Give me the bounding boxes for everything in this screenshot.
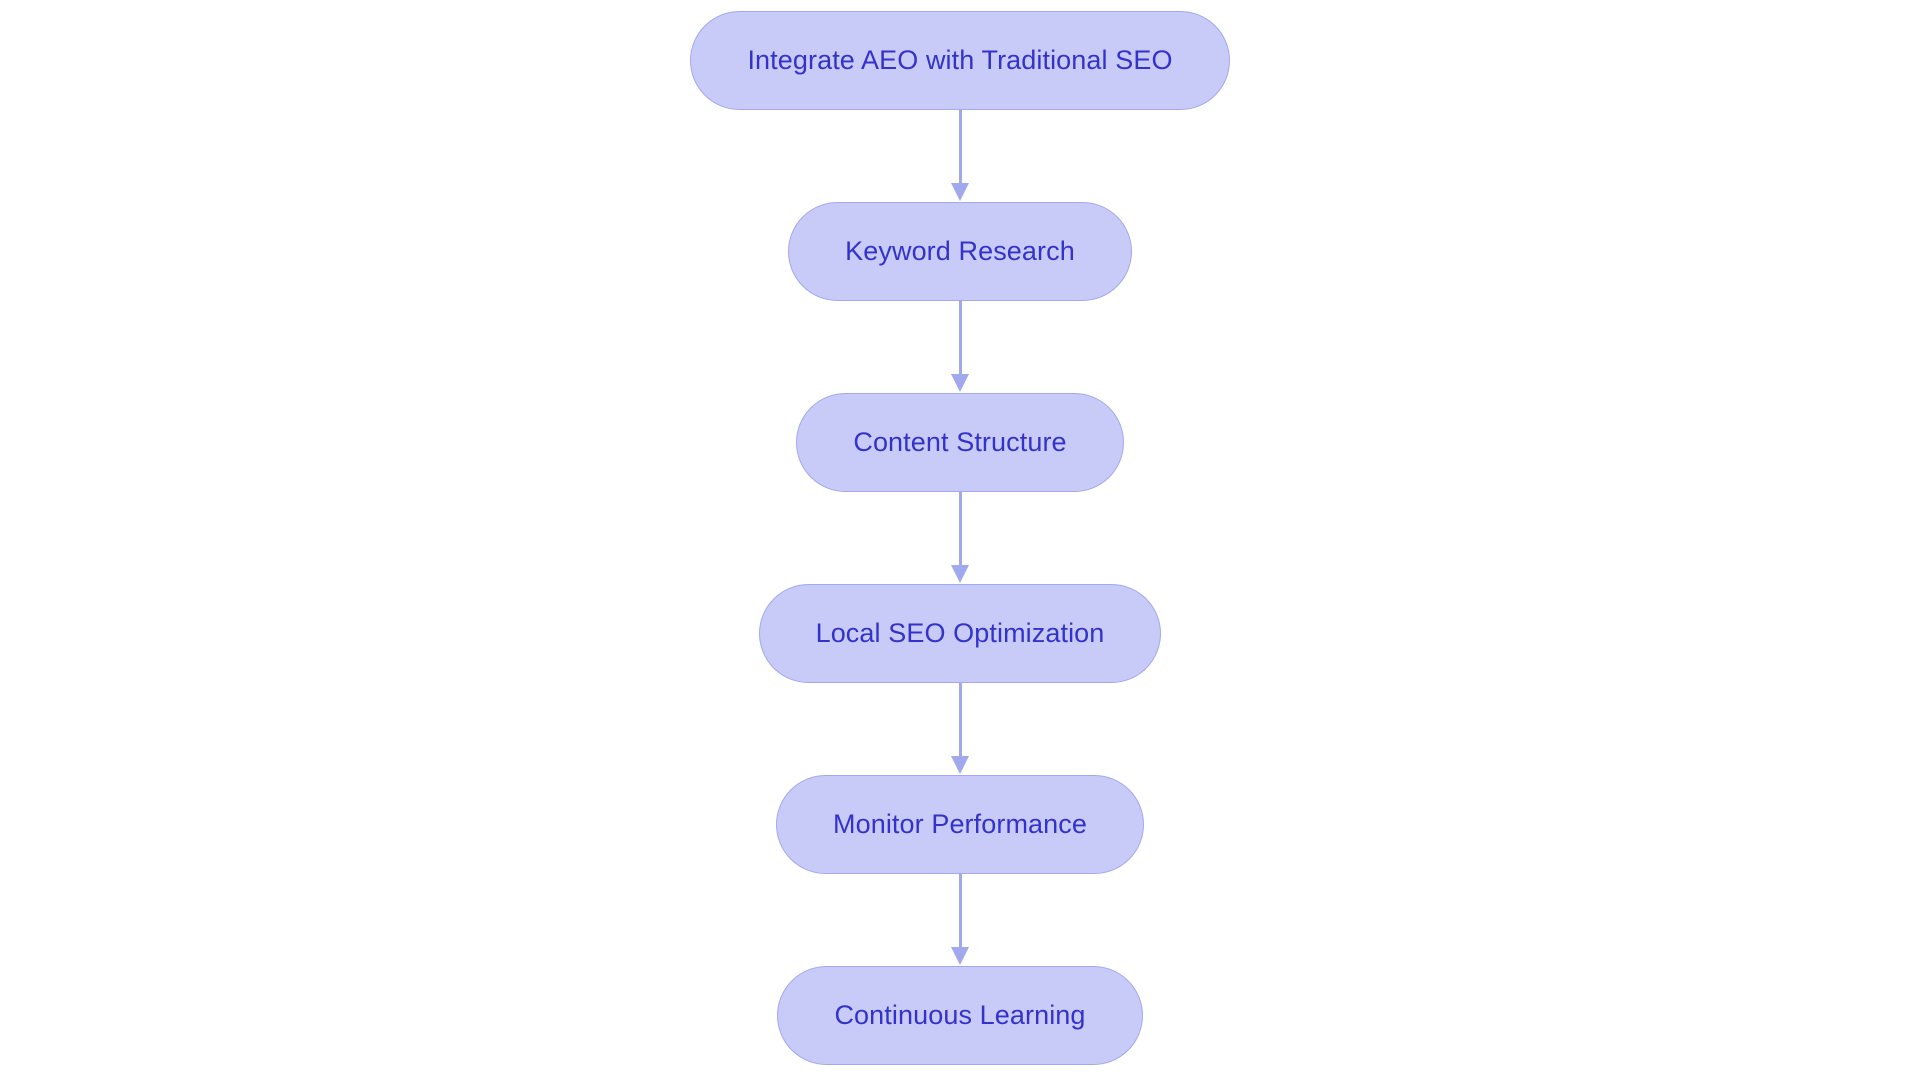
flow-node-label: Content Structure bbox=[853, 427, 1067, 457]
arrow-head-icon bbox=[951, 565, 969, 583]
flow-arrow-n4-to-n5 bbox=[940, 683, 980, 775]
arrow-head-icon bbox=[951, 756, 969, 774]
flow-node-label: Integrate AEO with Traditional SEO bbox=[747, 45, 1173, 75]
arrow-line bbox=[958, 874, 962, 948]
arrow-line bbox=[958, 683, 962, 757]
arrow-head-icon bbox=[951, 947, 969, 965]
flow-arrow-n2-to-n3 bbox=[940, 301, 980, 393]
flow-node-label: Monitor Performance bbox=[833, 809, 1087, 839]
flow-node-label: Local SEO Optimization bbox=[815, 618, 1105, 648]
flow-arrow-n1-to-n2 bbox=[940, 110, 980, 202]
flow-node-continuous-learning[interactable]: Continuous Learning bbox=[777, 966, 1143, 1065]
arrow-line bbox=[958, 110, 962, 184]
arrow-line bbox=[958, 301, 962, 375]
arrow-line bbox=[958, 492, 962, 566]
arrow-head-icon bbox=[951, 374, 969, 392]
arrow-head-icon bbox=[951, 183, 969, 201]
flow-node-integrate-aeo-with-traditional-seo[interactable]: Integrate AEO with Traditional SEO bbox=[690, 11, 1230, 110]
flow-node-monitor-performance[interactable]: Monitor Performance bbox=[776, 775, 1144, 874]
flow-arrow-n3-to-n4 bbox=[940, 492, 980, 584]
flow-node-content-structure[interactable]: Content Structure bbox=[796, 393, 1124, 492]
flow-node-keyword-research[interactable]: Keyword Research bbox=[788, 202, 1132, 301]
flow-arrow-n5-to-n6 bbox=[940, 874, 980, 966]
flow-node-local-seo-optimization[interactable]: Local SEO Optimization bbox=[758, 584, 1162, 683]
flow-node-label: Continuous Learning bbox=[834, 1000, 1086, 1030]
flow-node-label: Keyword Research bbox=[845, 236, 1075, 266]
